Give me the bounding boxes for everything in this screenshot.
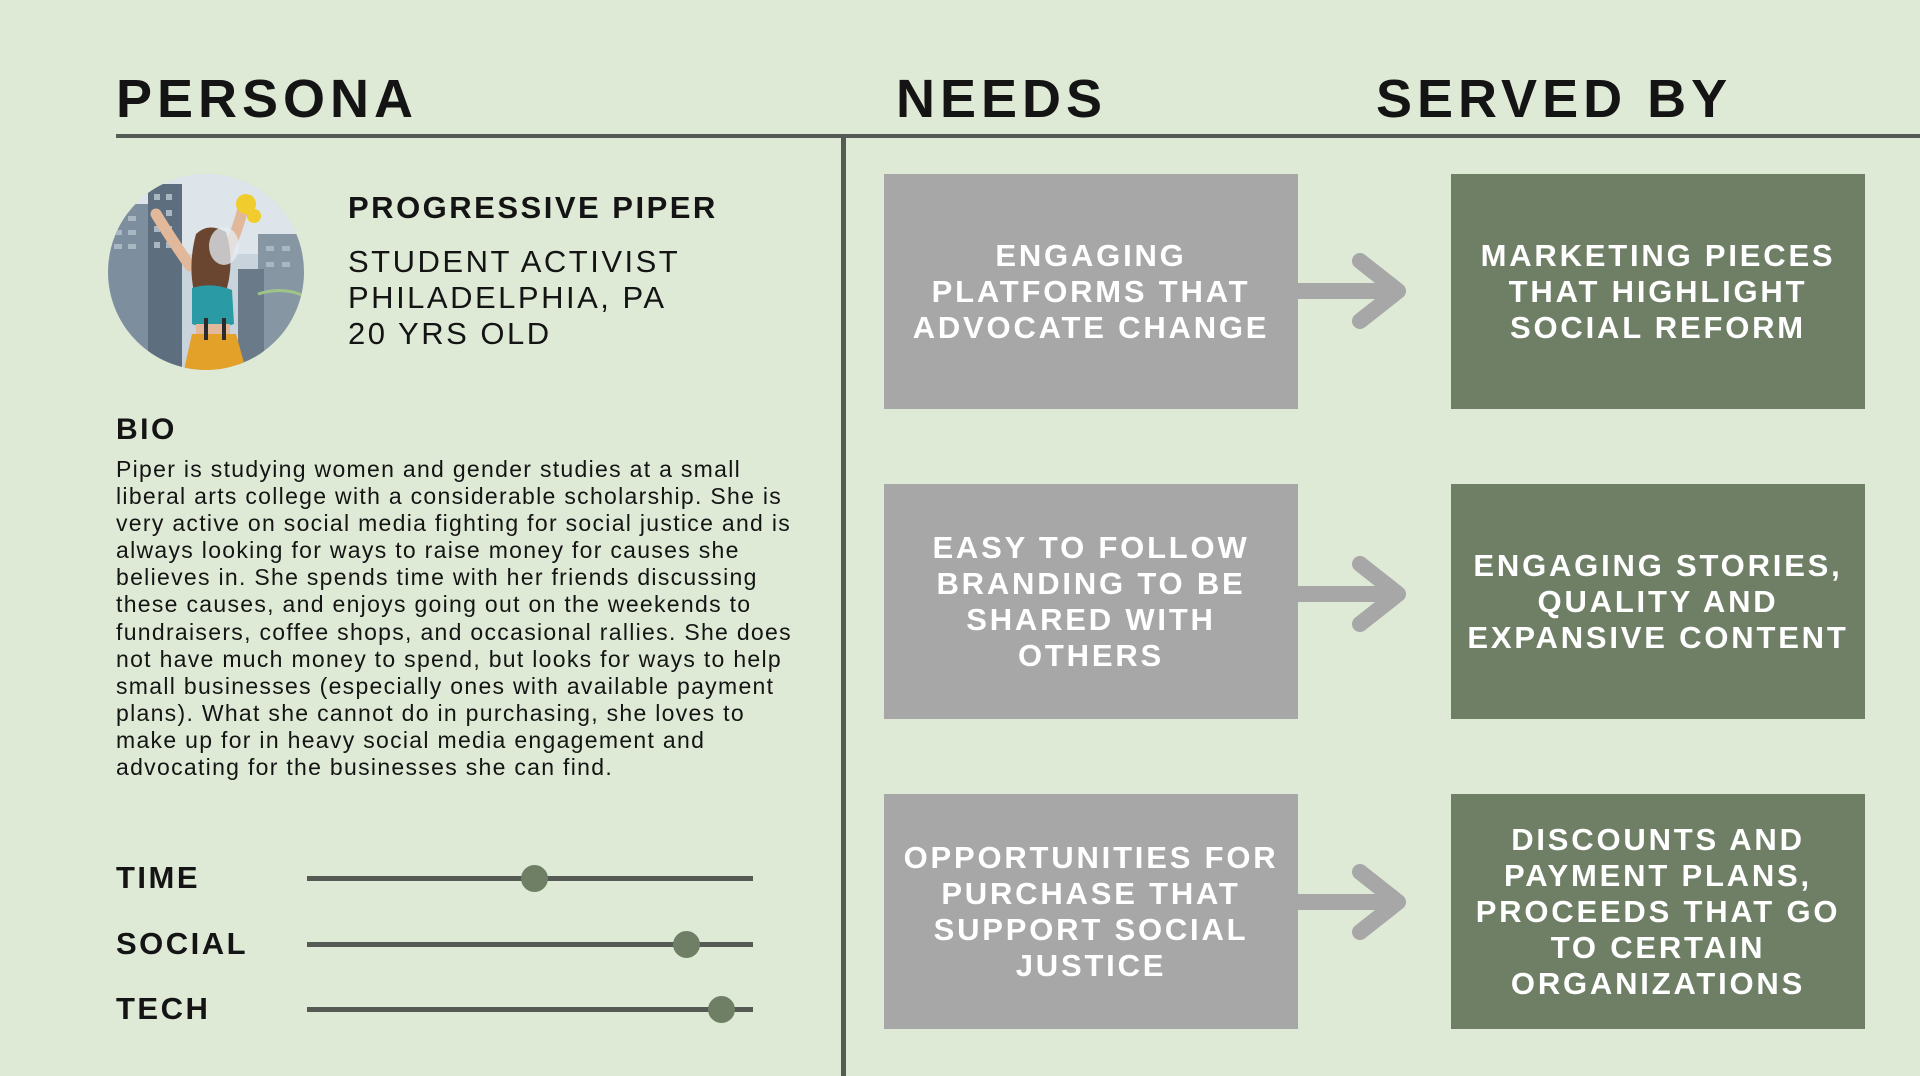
served-by-box: ENGAGING STORIES, QUALITY AND EXPANSIVE … xyxy=(1451,484,1865,719)
need-text: ENGAGING PLATFORMS THAT ADVOCATE CHANGE xyxy=(912,237,1270,345)
served-by-box: DISCOUNTS AND PAYMENT PLANS, PROCEEDS TH… xyxy=(1451,794,1865,1029)
need-box: EASY TO FOLLOW BRANDING TO BE SHARED WIT… xyxy=(884,484,1298,719)
served-by-box: MARKETING PIECES THAT HIGHLIGHT SOCIAL R… xyxy=(1451,174,1865,409)
persona-heading: PERSONA xyxy=(116,69,419,129)
bio-title: BIO xyxy=(116,413,177,446)
slider-label-tech: TECH xyxy=(116,991,211,1026)
slider-track xyxy=(307,996,753,1023)
slider-label-time: TIME xyxy=(116,860,201,895)
right-arrow-icon xyxy=(1298,251,1414,331)
persona-age: 20 YRS OLD xyxy=(348,316,552,351)
persona-details: STUDENT ACTIVIST PHILADELPHIA, PA 20 YRS… xyxy=(348,244,680,352)
need-box: OPPORTUNITIES FOR PURCHASE THAT SUPPORT … xyxy=(884,794,1298,1029)
slider-tech: TECH xyxy=(116,989,756,1029)
served-by-text: DISCOUNTS AND PAYMENT PLANS, PROCEEDS TH… xyxy=(1475,821,1841,1001)
need-text: OPPORTUNITIES FOR PURCHASE THAT SUPPORT … xyxy=(903,839,1279,983)
need-text: EASY TO FOLLOW BRANDING TO BE SHARED WIT… xyxy=(932,529,1250,673)
slider-time: TIME xyxy=(116,858,756,898)
slider-social: SOCIAL xyxy=(116,924,756,964)
persona-location: PHILADELPHIA, PA xyxy=(348,280,667,315)
served-by-text: MARKETING PIECES THAT HIGHLIGHT SOCIAL R… xyxy=(1480,237,1836,345)
served-by-heading: SERVED BY xyxy=(1376,69,1733,129)
need-box: ENGAGING PLATFORMS THAT ADVOCATE CHANGE xyxy=(884,174,1298,409)
persona-occupation: STUDENT ACTIVIST xyxy=(348,244,681,279)
header-divider xyxy=(116,134,1920,138)
bio-text: Piper is studying women and gender studi… xyxy=(116,456,792,781)
slider-thumb xyxy=(708,996,736,1023)
right-arrow-icon xyxy=(1298,554,1414,634)
persona-avatar xyxy=(108,174,304,370)
right-arrow-icon xyxy=(1298,862,1414,942)
slider-thumb xyxy=(672,931,700,958)
needs-heading: NEEDS xyxy=(896,69,1108,129)
served-by-text: ENGAGING STORIES, QUALITY AND EXPANSIVE … xyxy=(1467,547,1849,655)
slider-label-social: SOCIAL xyxy=(116,926,249,961)
persona-photo xyxy=(108,174,304,370)
column-divider xyxy=(841,138,846,1076)
persona-name: PROGRESSIVE PIPER xyxy=(348,190,718,225)
slider-track xyxy=(307,865,753,892)
slider-thumb xyxy=(520,865,548,892)
slider-track xyxy=(307,931,753,958)
